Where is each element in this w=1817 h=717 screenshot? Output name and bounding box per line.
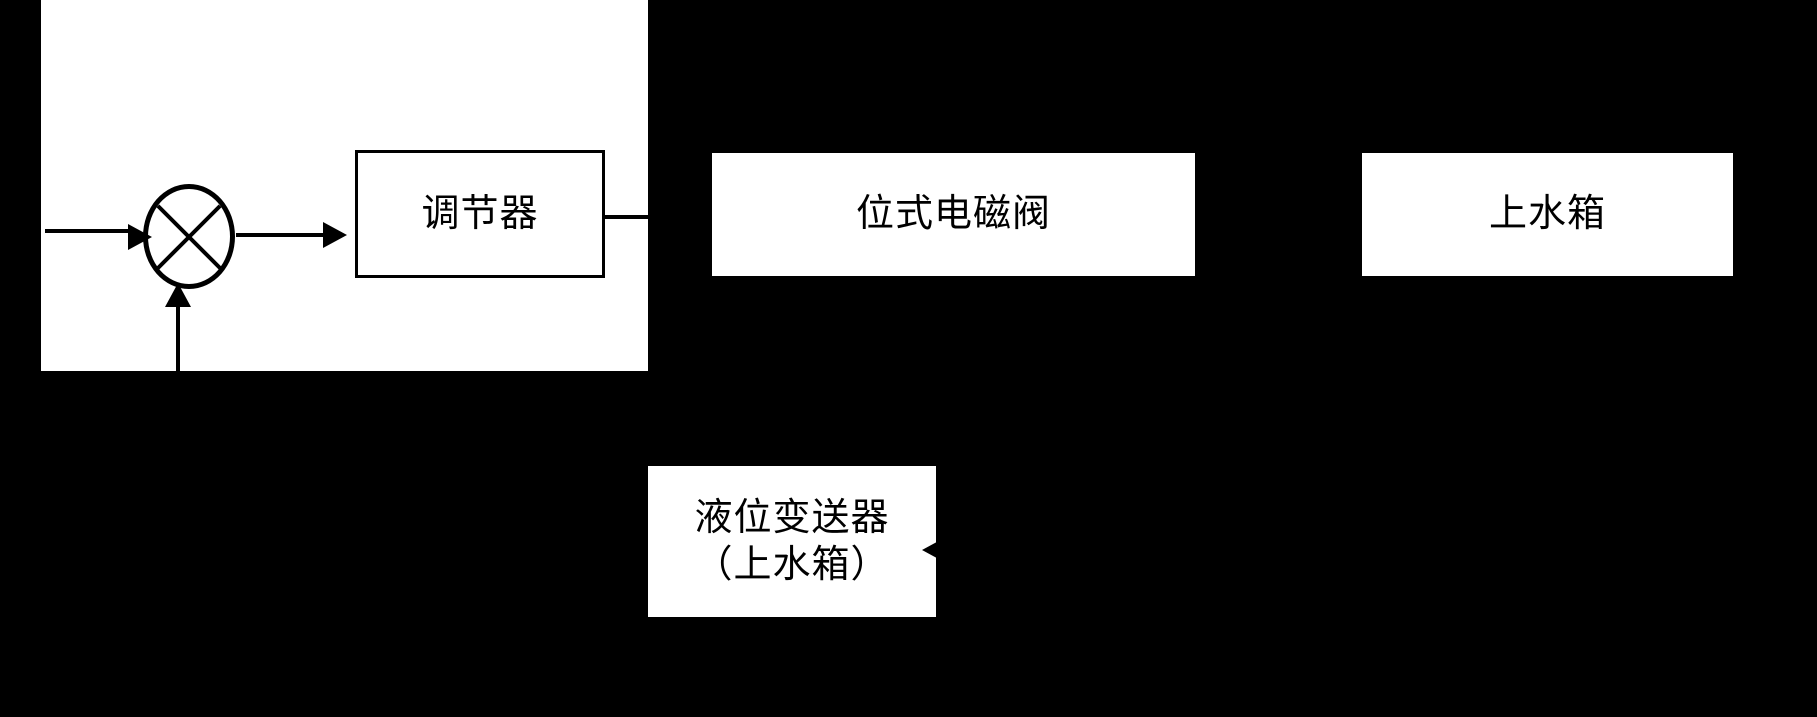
feedback-riser-line — [176, 300, 180, 375]
block-controller-label: 调节器 — [421, 192, 539, 235]
error-signal-arrowhead — [323, 222, 347, 248]
block-controller[interactable]: 调节器 — [355, 150, 605, 278]
error-signal-line — [236, 233, 328, 237]
block-solenoid-valve[interactable]: 位式电磁阀 — [712, 153, 1195, 276]
setpoint-input-line — [45, 229, 130, 233]
controller-output-riser — [701, 177, 705, 367]
setpoint-input-arrowhead — [128, 224, 152, 250]
block-upper-tank[interactable]: 上水箱 — [1362, 153, 1733, 276]
block-level-transmitter[interactable]: 液位变送器 （上水箱） — [648, 466, 936, 617]
controller-output-line — [605, 215, 705, 219]
transmitter-feedback-arrowhead — [922, 537, 946, 563]
summing-junction — [143, 184, 235, 289]
block-solenoid-valve-label: 位式电磁阀 — [855, 193, 1051, 236]
block-level-transmitter-label: 液位变送器 （上水箱） — [694, 497, 890, 586]
block-upper-tank-label: 上水箱 — [1488, 193, 1606, 236]
feedback-riser-arrowhead — [165, 283, 191, 307]
